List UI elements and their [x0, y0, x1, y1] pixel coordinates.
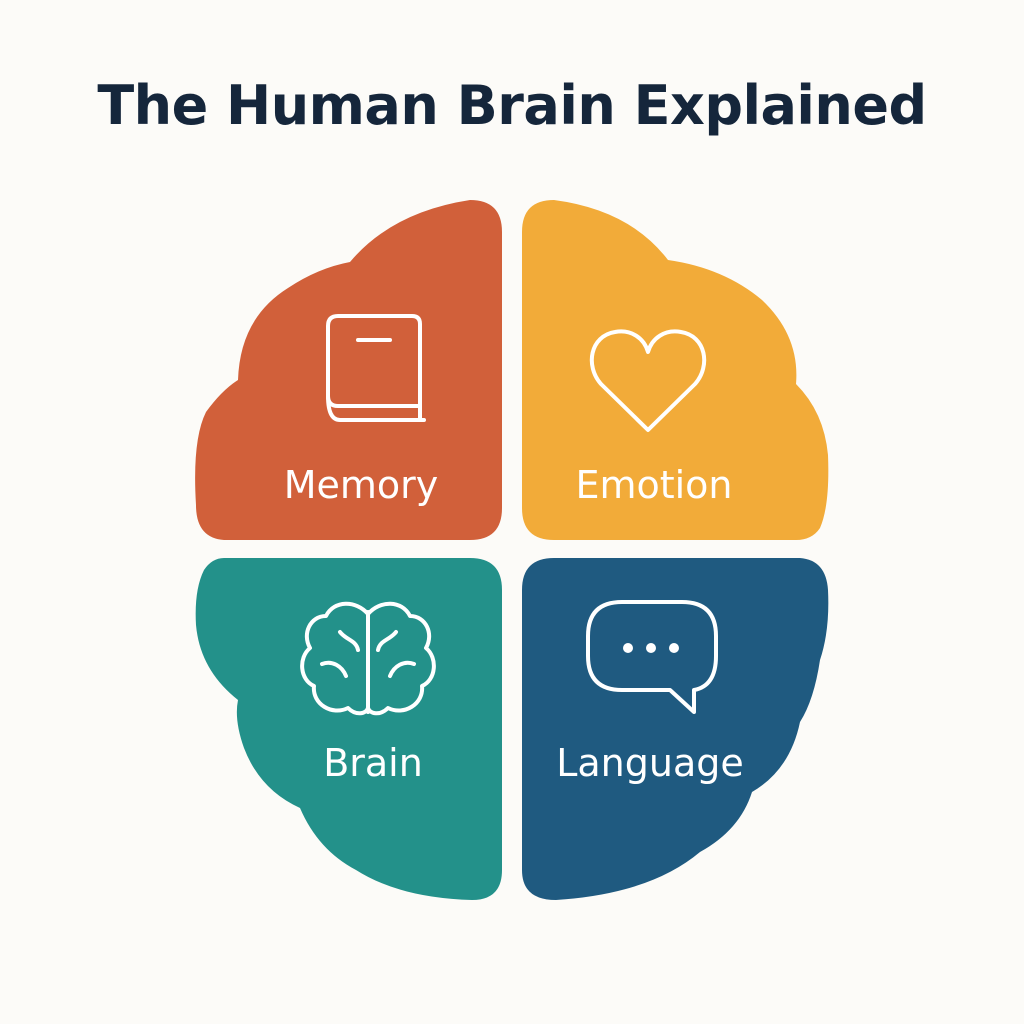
- quadrant-language: Language: [522, 558, 829, 900]
- quadrant-emotion-label: Emotion: [575, 463, 732, 507]
- quadrant-emotion: Emotion: [522, 200, 829, 540]
- book-icon: [326, 314, 426, 422]
- quadrant-memory-shape: [195, 200, 502, 540]
- speech-bubble-icon: [586, 600, 718, 714]
- dot-icon: [623, 643, 633, 653]
- quadrant-language-label: Language: [556, 741, 744, 785]
- dot-icon: [669, 643, 679, 653]
- heart-icon: [589, 329, 707, 432]
- quadrant-memory: Memory: [195, 200, 502, 540]
- quadrant-memory-label: Memory: [284, 463, 439, 507]
- quadrant-language-shape: [522, 558, 829, 900]
- dot-icon: [646, 643, 656, 653]
- page-title: The Human Brain Explained: [97, 74, 927, 137]
- quadrant-brain-shape: [195, 558, 502, 900]
- quadrant-brain: Brain: [195, 558, 502, 900]
- quadrant-emotion-shape: [522, 200, 829, 540]
- quadrant-brain-label: Brain: [323, 741, 423, 785]
- brain-icon: [300, 601, 436, 716]
